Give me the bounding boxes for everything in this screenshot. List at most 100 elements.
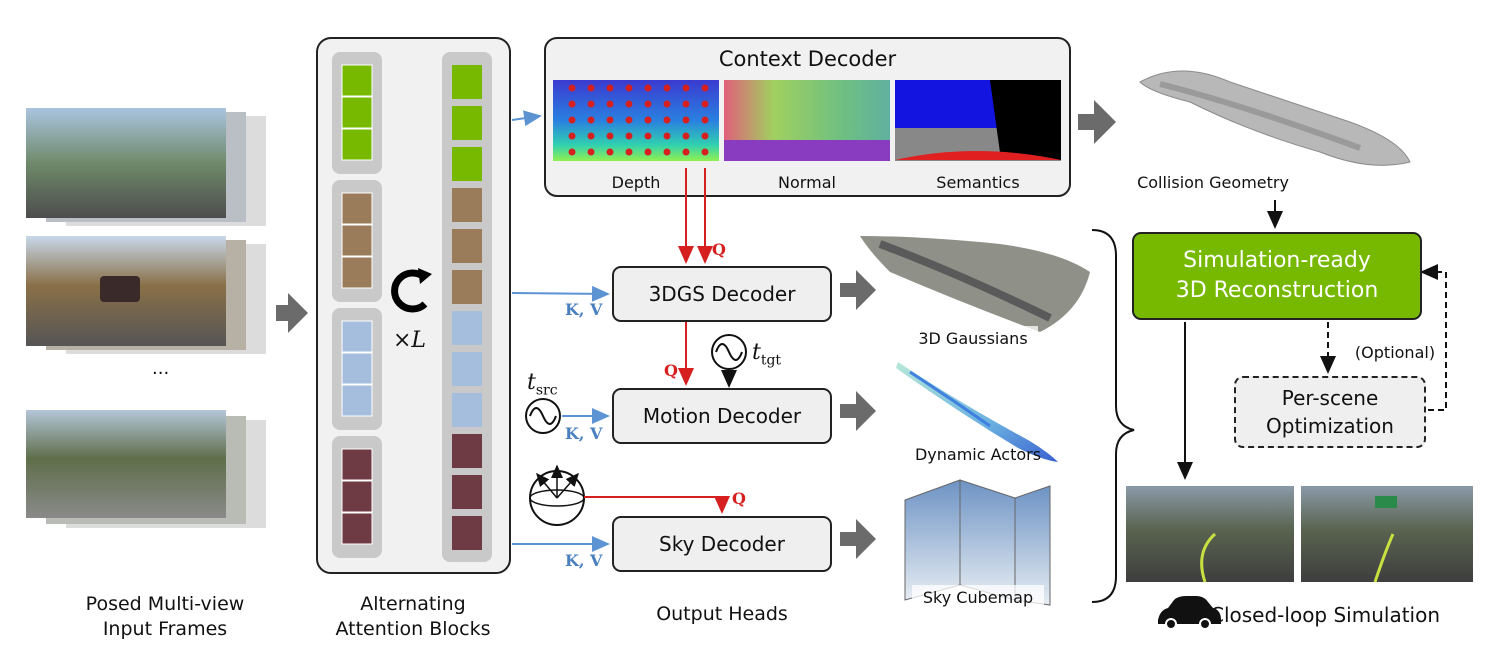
depth-query-dot [663, 116, 671, 124]
reconstruction-line1: Simulation-ready [1183, 248, 1371, 273]
sky-direction-sphere-icon [529, 464, 585, 526]
q-label-gs: Q [712, 240, 726, 259]
simulation-caption: Closed-loop Simulation [1210, 603, 1441, 627]
depth-query-dot [701, 116, 709, 124]
q-label-motion: Q [664, 361, 678, 380]
left-token-2-1 [341, 352, 373, 385]
depth-query-dot [587, 100, 595, 108]
attention-caption-line1: Alternating [360, 593, 466, 615]
optional-label: (Optional) [1354, 343, 1436, 362]
depth-query-dot [701, 148, 709, 156]
depth-query-dot [644, 148, 652, 156]
depth-query-points [568, 84, 709, 156]
sky-to-cubemap-arrow [840, 519, 876, 559]
simulation-frame-1 [1126, 486, 1294, 583]
right-token-8 [452, 393, 482, 427]
depth-query-dot [587, 132, 595, 140]
kv-label-sky: K, V [565, 551, 603, 570]
depth-query-dot [663, 84, 671, 92]
depth-query-dot [606, 100, 614, 108]
depth-query-dot [568, 148, 576, 156]
car-icon [1158, 596, 1221, 630]
depth-query-dot [682, 100, 690, 108]
left-token-0-0 [341, 64, 373, 97]
output-heads-caption: Output Heads [656, 603, 788, 625]
gs-to-gaussians-arrow [840, 270, 876, 310]
per-scene-optimization-box: Per-scene Optimization [1234, 376, 1426, 448]
right-token-10 [452, 475, 482, 509]
attention-caption-line2: Attention Blocks [335, 618, 491, 640]
input-caption-line2: Input Frames [102, 618, 228, 640]
depth-query-dot [587, 148, 595, 156]
depth-query-dot [682, 116, 690, 124]
gs-decoder-box: 3DGS Decoder [612, 266, 832, 322]
motion-decoder-box: Motion Decoder [612, 388, 832, 444]
right-token-9 [452, 434, 482, 468]
attention-block-columns [332, 52, 492, 562]
depth-query-dot [606, 116, 614, 124]
left-token-3-1 [341, 480, 373, 513]
collision-geometry-render [1139, 70, 1411, 166]
context-decoder-title: Context Decoder [718, 47, 897, 71]
sky-cubemap-render [904, 479, 1051, 606]
right-token-2 [452, 147, 482, 181]
motion-to-actors-arrow [840, 391, 876, 431]
simulation-frame-2 [1301, 486, 1473, 583]
input-frame-stack-1 [26, 108, 266, 226]
depth-map [553, 80, 719, 161]
depth-query-dot [568, 116, 576, 124]
gaussians-label: 3D Gaussians [908, 326, 1038, 351]
right-token-11 [452, 516, 482, 550]
depth-query-dot [568, 132, 576, 140]
depth-query-dot [682, 84, 690, 92]
depth-query-dot [663, 148, 671, 156]
depth-query-dot [625, 84, 633, 92]
depth-query-dot [625, 116, 633, 124]
depth-query-dot [663, 100, 671, 108]
t-src-label: tsrc [527, 370, 558, 399]
right-token-4 [452, 229, 482, 263]
sky-cubemap-label: Sky Cubemap [912, 585, 1044, 610]
context-to-collision-arrow [1078, 100, 1116, 144]
right-token-7 [452, 352, 482, 386]
depth-query-dot [587, 84, 595, 92]
left-token-2-2 [341, 384, 373, 417]
input-frame-stack-2 [26, 236, 266, 354]
left-token-0-2 [341, 128, 373, 161]
depth-query-dot [625, 148, 633, 156]
reconstruction-line2: 3D Reconstruction [1175, 278, 1379, 303]
kv-label-gs: K, V [565, 300, 603, 319]
left-token-2-0 [341, 320, 373, 353]
left-token-3-2 [341, 512, 373, 545]
depth-query-dot [587, 116, 595, 124]
depth-query-dot [644, 132, 652, 140]
panel-label-semantics: Semantics [936, 173, 1020, 192]
dynamic-actors-render [896, 362, 1058, 462]
depth-query-dot [663, 132, 671, 140]
left-token-1-2 [341, 256, 373, 289]
depth-query-dot [625, 132, 633, 140]
dynamic-actors-label: Dynamic Actors [914, 445, 1042, 464]
right-token-1 [452, 106, 482, 140]
repeat-loop-icon [391, 269, 428, 313]
outputs-brace [1091, 229, 1135, 603]
left-token-1-1 [341, 224, 373, 257]
depth-query-dot [701, 132, 709, 140]
left-token-0-1 [341, 96, 373, 129]
ellipsis: ... [152, 358, 170, 379]
depth-query-dot [682, 148, 690, 156]
depth-query-dot [625, 100, 633, 108]
optimization-line2: Optimization [1266, 414, 1394, 438]
right-token-5 [452, 270, 482, 304]
right-token-0 [452, 65, 482, 99]
input-to-blocks-arrow [276, 293, 308, 333]
depth-query-dot [606, 132, 614, 140]
right-token-6 [452, 311, 482, 345]
depth-query-dot [606, 84, 614, 92]
depth-query-dot [644, 116, 652, 124]
right-token-3 [452, 188, 482, 222]
blocks-to-context-arrow [511, 110, 542, 127]
depth-query-dot [644, 84, 652, 92]
left-token-1-0 [341, 192, 373, 225]
